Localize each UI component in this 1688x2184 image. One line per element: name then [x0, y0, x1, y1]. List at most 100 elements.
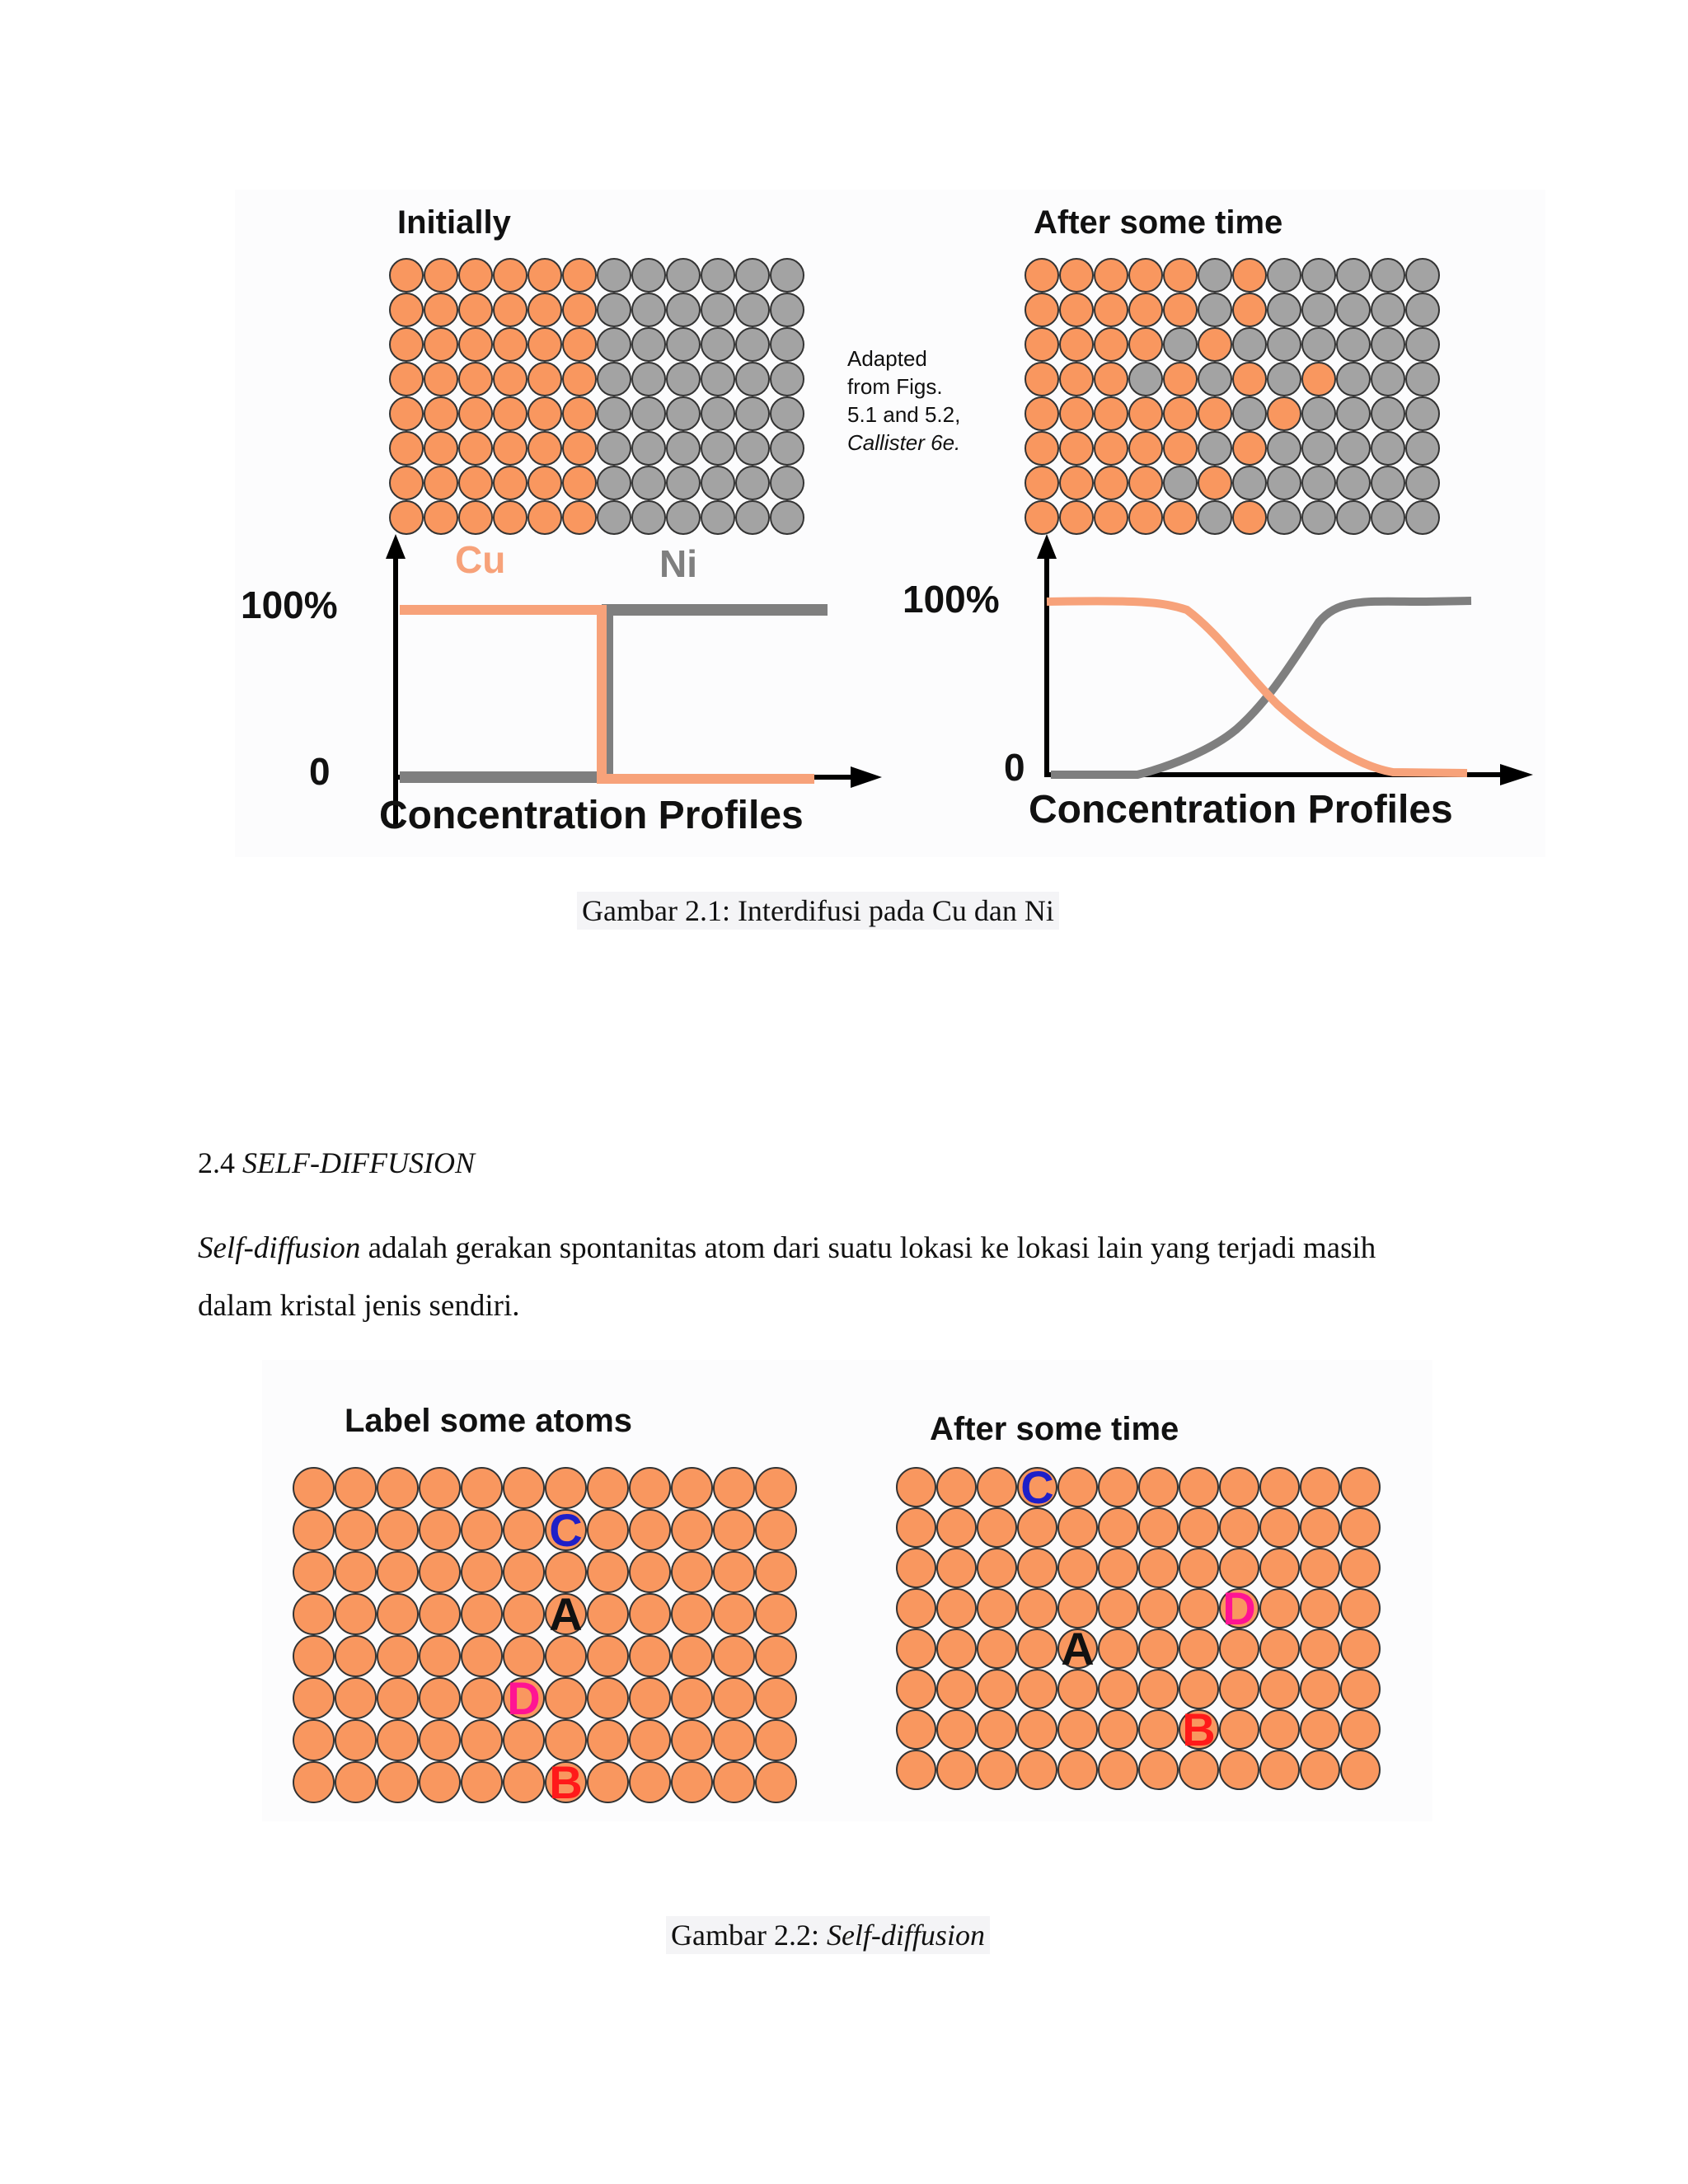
atom	[424, 258, 458, 293]
atom	[562, 466, 597, 500]
atom	[1179, 1750, 1219, 1790]
atom	[1163, 396, 1198, 431]
atom	[1094, 362, 1128, 396]
atom	[1025, 362, 1059, 396]
atom	[458, 431, 493, 466]
atom	[562, 396, 597, 431]
ni-label: Ni	[659, 542, 697, 585]
atom	[1267, 293, 1301, 327]
concentration-profile-initial: Cu Ni 100% 0 Concentration Profiles	[241, 534, 882, 837]
atom	[587, 1509, 629, 1551]
atom	[770, 466, 804, 500]
atom	[1138, 1467, 1179, 1507]
atom	[701, 327, 735, 362]
atom	[666, 362, 701, 396]
atom	[597, 431, 631, 466]
atom	[1371, 396, 1405, 431]
atom	[713, 1593, 755, 1635]
atom	[1336, 293, 1371, 327]
atom	[701, 258, 735, 293]
atom	[1017, 1507, 1057, 1548]
figure2-left-title: Label some atoms	[345, 1403, 633, 1439]
atom	[666, 396, 701, 431]
atom	[1259, 1709, 1300, 1750]
atom	[896, 1467, 936, 1507]
atom	[461, 1593, 503, 1635]
atom	[597, 466, 631, 500]
atom	[1300, 1507, 1340, 1548]
atom	[1259, 1669, 1300, 1709]
atom	[1232, 431, 1267, 466]
x-axis-label: Concentration Profiles	[1029, 788, 1453, 832]
atom	[1336, 431, 1371, 466]
atom	[545, 1761, 587, 1803]
atom	[1059, 258, 1094, 293]
atom	[1094, 327, 1128, 362]
atom-label-a: A	[1061, 1622, 1095, 1675]
atom	[424, 293, 458, 327]
atom	[335, 1593, 377, 1635]
atom	[1025, 396, 1059, 431]
atom	[977, 1750, 1017, 1790]
atom	[1301, 500, 1336, 535]
atom	[545, 1551, 587, 1593]
atom	[597, 396, 631, 431]
atom	[335, 1509, 377, 1551]
atom	[977, 1507, 1017, 1548]
atom	[1057, 1669, 1098, 1709]
atom	[503, 1593, 545, 1635]
atom	[713, 1719, 755, 1761]
atom	[503, 1677, 545, 1719]
atom	[1025, 431, 1059, 466]
atom	[1336, 362, 1371, 396]
atom	[1301, 431, 1336, 466]
atom	[713, 1677, 755, 1719]
atom	[458, 396, 493, 431]
atom	[1232, 293, 1267, 327]
atom	[1025, 293, 1059, 327]
atom	[977, 1629, 1017, 1669]
atom	[597, 327, 631, 362]
atom	[389, 293, 424, 327]
atom	[424, 466, 458, 500]
atom	[1128, 362, 1163, 396]
atom	[735, 362, 770, 396]
atom	[631, 431, 666, 466]
atom	[936, 1669, 977, 1709]
atom	[1340, 1548, 1381, 1588]
atom	[1017, 1467, 1057, 1507]
atom	[419, 1551, 461, 1593]
atom	[1259, 1507, 1300, 1548]
atom	[896, 1750, 936, 1790]
atom	[755, 1509, 797, 1551]
atom	[896, 1588, 936, 1629]
atom	[713, 1509, 755, 1551]
atom	[1340, 1467, 1381, 1507]
x-axis-label: Concentration Profiles	[379, 794, 804, 837]
atom	[701, 396, 735, 431]
atom	[545, 1635, 587, 1677]
atom	[1128, 431, 1163, 466]
atom	[389, 431, 424, 466]
atom	[335, 1719, 377, 1761]
atom	[1336, 327, 1371, 362]
atom	[419, 1761, 461, 1803]
atom	[735, 500, 770, 535]
figure1-caption: Gambar 2.1: Interdifusi pada Cu dan Ni	[577, 892, 1059, 930]
atom	[293, 1635, 335, 1677]
atom-label-c: C	[549, 1503, 583, 1556]
atom	[377, 1635, 419, 1677]
atom	[1059, 293, 1094, 327]
atom	[629, 1635, 671, 1677]
atom	[701, 293, 735, 327]
atom	[1059, 500, 1094, 535]
atom	[461, 1467, 503, 1509]
atom	[1128, 500, 1163, 535]
atom	[1198, 293, 1232, 327]
x-axis-arrow	[851, 766, 882, 788]
atom	[587, 1551, 629, 1593]
atom	[1405, 431, 1440, 466]
atom	[671, 1635, 713, 1677]
atom	[671, 1509, 713, 1551]
atom	[562, 500, 597, 535]
